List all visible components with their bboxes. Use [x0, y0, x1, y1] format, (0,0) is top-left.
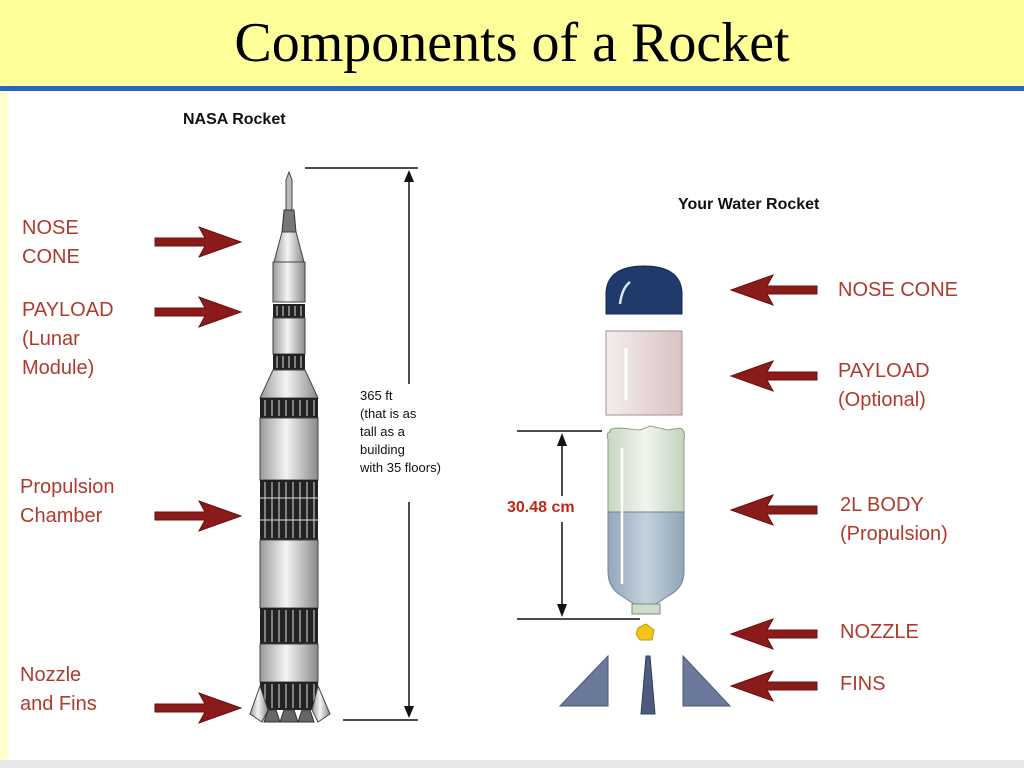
side-margin — [0, 91, 8, 768]
nasa-propulsion-label: Propulsion Chamber — [20, 476, 115, 527]
nasa-rocket-illustration — [249, 170, 331, 723]
water-nozzle-label: NOZZLE — [840, 621, 919, 643]
nasa-rocket-heading: NASA Rocket — [183, 111, 286, 128]
water-rocket-heading: Your Water Rocket — [678, 196, 820, 213]
nasa-height-dimension — [305, 167, 418, 721]
nasa-nose-cone-label: NOSE CONE — [22, 217, 80, 268]
water-fins-arrow-icon — [730, 670, 818, 702]
nose-cone-arrow-icon — [154, 226, 242, 258]
title-bar — [0, 0, 1024, 86]
water-nose-cone-arrow-icon — [730, 274, 818, 306]
title-divider — [0, 86, 1024, 91]
nasa-payload-label: PAYLOAD (Lunar Module) — [22, 299, 114, 379]
payload-arrow-icon — [154, 296, 242, 328]
nasa-height-note: 365 ft (that is as tall as a building wi… — [360, 388, 441, 475]
water-height-dimension — [517, 430, 640, 620]
propulsion-arrow-icon — [154, 500, 242, 532]
water-payload-arrow-icon — [730, 360, 818, 392]
water-payload-label: PAYLOAD (Optional) — [838, 360, 930, 411]
water-body-label: 2L BODY (Propulsion) — [840, 494, 948, 545]
slide-title: Components of a Rocket — [234, 12, 790, 74]
bottom-divider — [0, 760, 1024, 768]
water-body-arrow-icon — [730, 494, 818, 526]
water-height-note: 30.48 cm — [507, 499, 575, 516]
water-nozzle-arrow-icon — [730, 618, 818, 650]
water-nose-cone-label: NOSE CONE — [838, 279, 959, 301]
water-fins-label: FINS — [840, 673, 886, 695]
nozzle-fins-arrow-icon — [154, 692, 242, 724]
water-rocket-illustration — [558, 265, 732, 715]
nasa-nozzle-fins-label: Nozzle and Fins — [20, 664, 97, 715]
